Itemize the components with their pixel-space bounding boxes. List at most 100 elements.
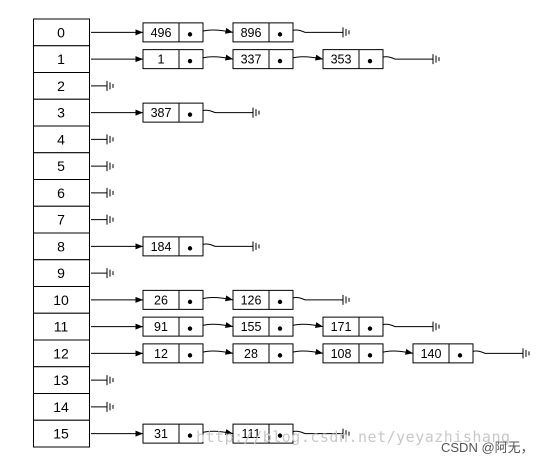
node-box bbox=[142, 316, 204, 337]
node-value: 337 bbox=[241, 53, 262, 67]
bucket-index: 13 bbox=[53, 372, 69, 388]
null-terminator-icon bbox=[432, 54, 440, 65]
node-value: 496 bbox=[151, 26, 172, 40]
next-pointer-dot bbox=[187, 326, 193, 331]
bucket-index: 4 bbox=[57, 131, 65, 147]
node-box bbox=[142, 22, 204, 43]
node-box bbox=[232, 22, 294, 43]
next-pointer-dot bbox=[277, 326, 283, 331]
watermark-url: http://blog.csdn.net/yeyazhishang bbox=[196, 428, 511, 446]
bucket-index: 12 bbox=[53, 345, 69, 361]
node-box bbox=[322, 316, 384, 337]
node-box bbox=[232, 49, 294, 70]
node-value: 91 bbox=[154, 320, 168, 334]
null-terminator-icon bbox=[342, 428, 350, 439]
list-node: 387 bbox=[142, 102, 204, 123]
list-node: 91 bbox=[142, 316, 204, 337]
next-pointer-dot bbox=[277, 32, 283, 37]
next-pointer-dot bbox=[277, 58, 283, 64]
null-terminator-icon bbox=[252, 241, 260, 252]
list-node: 26 bbox=[142, 289, 204, 310]
null-terminator-icon bbox=[106, 134, 114, 145]
node-box bbox=[412, 343, 474, 364]
node-box bbox=[232, 289, 294, 310]
node-value: 184 bbox=[151, 240, 172, 254]
node-value: 126 bbox=[241, 293, 262, 307]
node-box bbox=[322, 343, 384, 364]
node-value: 26 bbox=[154, 293, 168, 307]
bucket-cell bbox=[33, 18, 90, 47]
null-terminator-icon bbox=[342, 294, 350, 305]
null-terminator-icon bbox=[106, 80, 114, 91]
null-terminator-icon bbox=[106, 375, 114, 386]
null-terminator-icon bbox=[252, 107, 260, 118]
bucket-index: 15 bbox=[53, 426, 69, 442]
next-pointer-dot bbox=[187, 32, 193, 37]
bucket-cell bbox=[33, 98, 90, 127]
bucket-index: 3 bbox=[57, 105, 65, 121]
list-node: 108 bbox=[322, 343, 384, 364]
chain-links bbox=[91, 27, 530, 439]
list-node: 31 bbox=[142, 423, 204, 444]
node-value: 353 bbox=[331, 53, 352, 67]
list-node: 496 bbox=[142, 22, 204, 43]
node-box bbox=[142, 423, 204, 444]
bucket-cell bbox=[33, 312, 90, 341]
null-terminator-icon bbox=[106, 268, 114, 279]
list-node: 353 bbox=[322, 49, 384, 70]
list-node: 12 bbox=[142, 343, 204, 364]
node-value: 111 bbox=[241, 427, 260, 441]
list-node: 1 bbox=[142, 49, 204, 70]
next-pointer-dot bbox=[367, 58, 373, 64]
node-value: 12 bbox=[154, 347, 168, 361]
node-value: 1 bbox=[158, 53, 165, 67]
list-node: 171 bbox=[322, 316, 384, 337]
next-pointer-dot bbox=[367, 326, 373, 331]
node-box bbox=[142, 102, 204, 123]
bucket-index: 5 bbox=[57, 158, 65, 174]
node-value: 31 bbox=[154, 427, 168, 441]
bucket-index: 9 bbox=[57, 265, 65, 281]
null-terminator-icon bbox=[106, 214, 114, 225]
next-pointer-dot bbox=[187, 433, 193, 438]
next-pointer-dot bbox=[277, 433, 283, 438]
node-box bbox=[232, 343, 294, 364]
bucket-index: 11 bbox=[54, 319, 69, 335]
bucket-cell bbox=[33, 286, 90, 314]
node-box bbox=[142, 289, 204, 310]
node-value: 171 bbox=[331, 320, 352, 334]
node-value: 28 bbox=[244, 347, 258, 361]
bucket-index: 6 bbox=[57, 185, 65, 201]
node-value: 108 bbox=[331, 347, 352, 361]
bucket-index: 0 bbox=[57, 24, 65, 40]
bucket-index: 2 bbox=[57, 78, 65, 94]
author-credit: CSDN @阿无， bbox=[441, 440, 534, 455]
node-box bbox=[142, 236, 204, 257]
next-pointer-dot bbox=[187, 353, 193, 358]
bucket-cell bbox=[33, 259, 90, 287]
bucket-cell bbox=[33, 152, 90, 180]
bucket-index: 10 bbox=[53, 292, 69, 308]
list-node: 28 bbox=[232, 343, 294, 364]
next-pointer-dot bbox=[187, 58, 193, 64]
list-node: 126 bbox=[232, 289, 294, 310]
node-box bbox=[142, 49, 204, 70]
list-node: 155 bbox=[232, 316, 294, 337]
bucket-index: 8 bbox=[57, 238, 65, 254]
bucket-cell bbox=[33, 419, 90, 448]
node-box bbox=[232, 316, 294, 337]
null-terminator-icon bbox=[522, 348, 530, 359]
next-pointer-dot bbox=[187, 299, 193, 305]
null-terminator-icon bbox=[432, 321, 440, 332]
null-terminator-icon bbox=[342, 27, 350, 38]
bucket-cell bbox=[33, 45, 90, 73]
bucket-index: 7 bbox=[57, 212, 65, 228]
next-pointer-dot bbox=[187, 246, 193, 251]
next-pointer-dot bbox=[277, 353, 283, 358]
node-value: 140 bbox=[421, 347, 442, 361]
bucket-index: 14 bbox=[53, 399, 69, 415]
null-terminator-icon bbox=[106, 401, 114, 412]
